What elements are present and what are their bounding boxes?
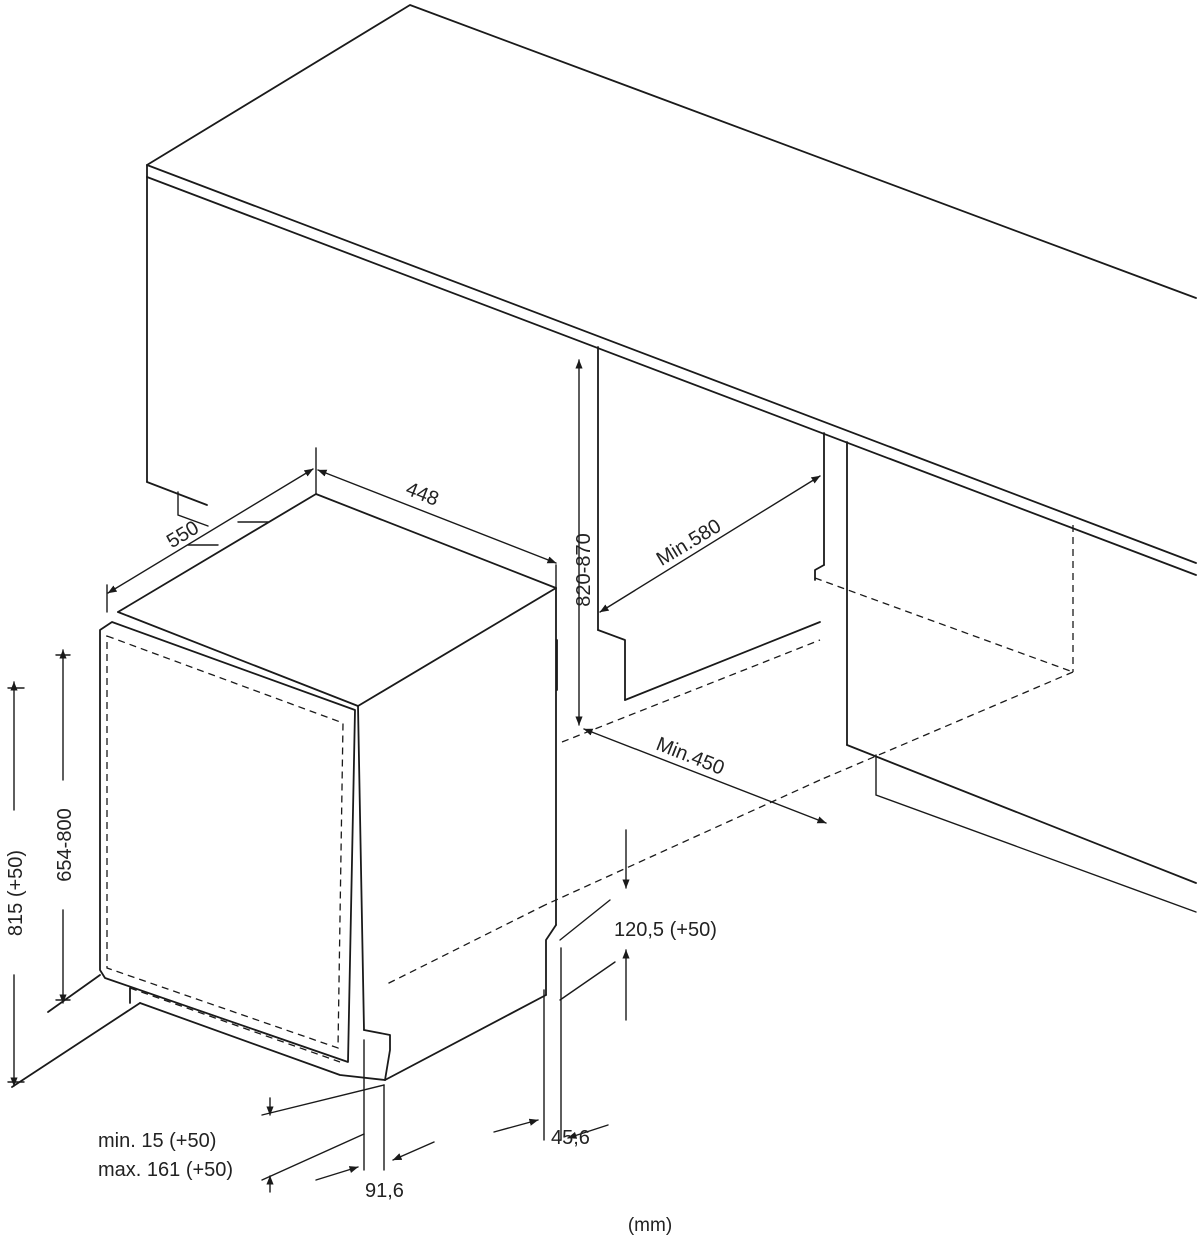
label-max-161: max. 161 (+50) [98,1159,233,1181]
label-min-15: min. 15 (+50) [98,1130,216,1152]
dim-815 [7,681,25,1087]
plinth-floor-lines [11,974,386,1088]
dim-min-580 [599,475,821,613]
dim-448 [315,447,557,589]
label-45-6: 45,6 [551,1127,590,1149]
dim-550 [106,468,314,613]
label-820-870: 820-870 [573,533,595,606]
label-91-6: 91,6 [365,1180,404,1202]
label-654-800: 654-800 [54,808,76,881]
dishwasher-door [99,621,356,1063]
dim-654-800 [55,649,71,1004]
niche-floor-outline [384,639,821,986]
label-min-450: Min.450 [653,733,727,780]
dishwasher [117,493,557,1081]
worktop [146,4,1197,576]
left-cabinet [146,176,209,527]
label-120-5: 120,5 (+50) [614,919,717,941]
niche-side-panel [556,346,821,701]
dim-door-gap [261,1084,385,1193]
unit-label: (mm) [628,1215,672,1236]
label-815: 815 (+50) [5,850,27,936]
dim-120-5 [559,829,630,1021]
dim-min-450 [583,728,827,824]
dim-45-6 [493,947,609,1141]
right-cabinet [814,432,1197,913]
dim-91-6 [315,1039,435,1181]
label-min-580: Min.580 [653,515,725,571]
